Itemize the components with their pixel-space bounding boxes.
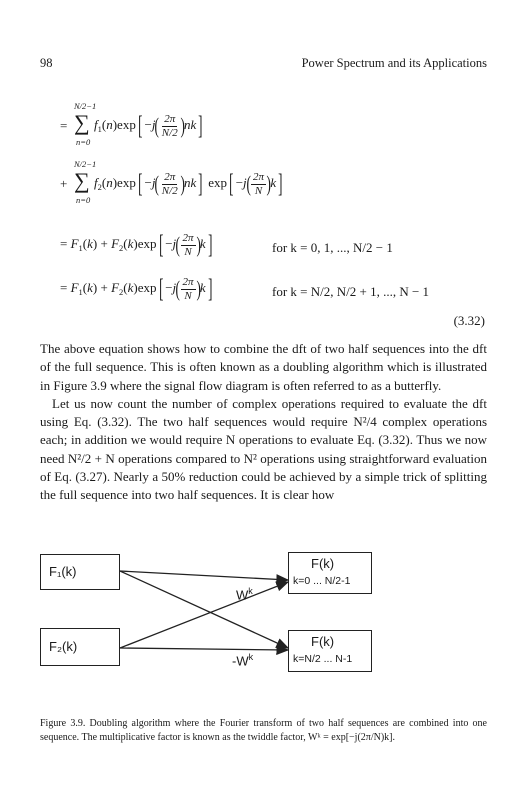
twiddle-negative-label: -Wk [232, 652, 254, 669]
page-number: 98 [40, 56, 53, 70]
input-box-f2: F₂(k) [40, 628, 120, 666]
line-top-straight [119, 570, 290, 585]
line-bottom-cross [119, 581, 290, 649]
equation-number: (3.32) [453, 313, 485, 328]
input-f1-label: F₁(k) [49, 564, 77, 579]
eq1-sum-lower: n=0 [76, 137, 91, 147]
eq3-condition: for k = 0, 1, ..., N/2 − 1 [272, 240, 393, 255]
line-bottom-straight [119, 644, 290, 656]
paragraph-1: The above equation shows how to combine … [40, 341, 487, 393]
input-f2-label: F₂(k) [49, 639, 78, 654]
input-box-f1: F₁(k) [40, 554, 120, 590]
output-box-top: F(k) k=0 ... N/2-1 [288, 552, 372, 594]
paragraph-2: Let us now count the number of complex o… [40, 395, 487, 503]
eq2-sigma: ∑ [74, 168, 90, 193]
eq2-lead: + [60, 176, 68, 191]
eq2-sum-lower: n=0 [76, 195, 91, 205]
output-top-title: F(k) [311, 556, 335, 571]
eq1-lead: = [60, 118, 68, 133]
eq4-condition: for k = N/2, N/2 + 1, ..., N − 1 [272, 284, 430, 299]
eq1-sum-upper: N/2−1 [74, 101, 97, 111]
line-top-cross [119, 570, 290, 649]
eq2-sum-upper: N/2−1 [74, 159, 97, 169]
butterfly-lines [119, 570, 290, 656]
butterfly-diagram: F₁(k) F₂(k) F(k) k=0 ... N/2-1 F(k) k=N/… [40, 548, 460, 676]
page-header: 98 Power Spectrum and its Applications [40, 56, 487, 72]
body-text: The above equation shows how to combine … [40, 340, 487, 505]
output-box-bottom: F(k) k=N/2 ... N-1 [288, 630, 372, 672]
eq1-sigma: ∑ [74, 110, 90, 135]
output-bottom-range: k=N/2 ... N-1 [293, 653, 353, 665]
running-title: Power Spectrum and its Applications [301, 56, 487, 70]
output-top-range: k=0 ... N/2-1 [293, 575, 351, 587]
output-bottom-title: F(k) [311, 634, 335, 649]
twiddle-positive-label: Wk [236, 586, 253, 603]
figure-caption: Figure 3.9. Doubling algorithm where the… [40, 718, 487, 743]
